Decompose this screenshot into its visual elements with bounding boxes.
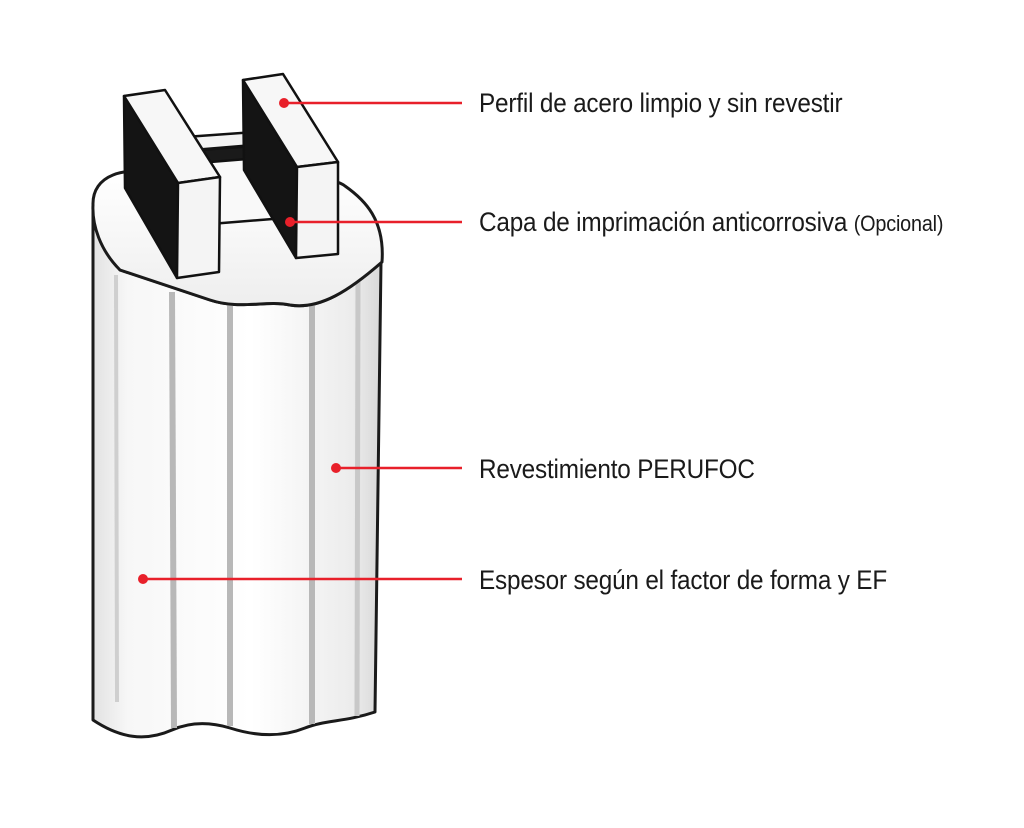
coating-groove-line bbox=[114, 274, 119, 703]
leader-dot-steel-profile bbox=[279, 98, 289, 108]
callout-text: Capa de imprimación anticorrosiva bbox=[479, 207, 848, 237]
perufoc-coating-body bbox=[91, 169, 384, 739]
coating-groove-line bbox=[354, 279, 361, 717]
callout-text: Perfil de acero limpio y sin revestir bbox=[479, 88, 843, 118]
callout-label-perufoc-coating: Revestimiento PERUFOC bbox=[479, 454, 755, 485]
coating-groove-line bbox=[169, 291, 177, 729]
left-flange-front bbox=[175, 175, 222, 280]
right-flange-front bbox=[294, 160, 340, 260]
callout-label-steel-profile: Perfil de acero limpio y sin revestir bbox=[479, 88, 843, 119]
leader-lines bbox=[138, 98, 462, 584]
steel-h-profile bbox=[122, 72, 340, 280]
leader-dot-thickness bbox=[138, 574, 148, 584]
callout-label-primer-layer: Capa de imprimación anticorrosiva (Opcio… bbox=[479, 207, 943, 238]
callout-optional-note: (Opcional) bbox=[853, 211, 944, 236]
coating-grooves bbox=[114, 274, 361, 729]
callout-text: Revestimiento PERUFOC bbox=[479, 454, 755, 484]
callout-text: Espesor según el factor de forma y EF bbox=[479, 565, 887, 595]
callout-label-thickness: Espesor según el factor de forma y EF bbox=[479, 565, 887, 596]
leader-dot-primer-layer bbox=[285, 217, 295, 227]
leader-dot-perufoc-coating bbox=[331, 463, 341, 473]
